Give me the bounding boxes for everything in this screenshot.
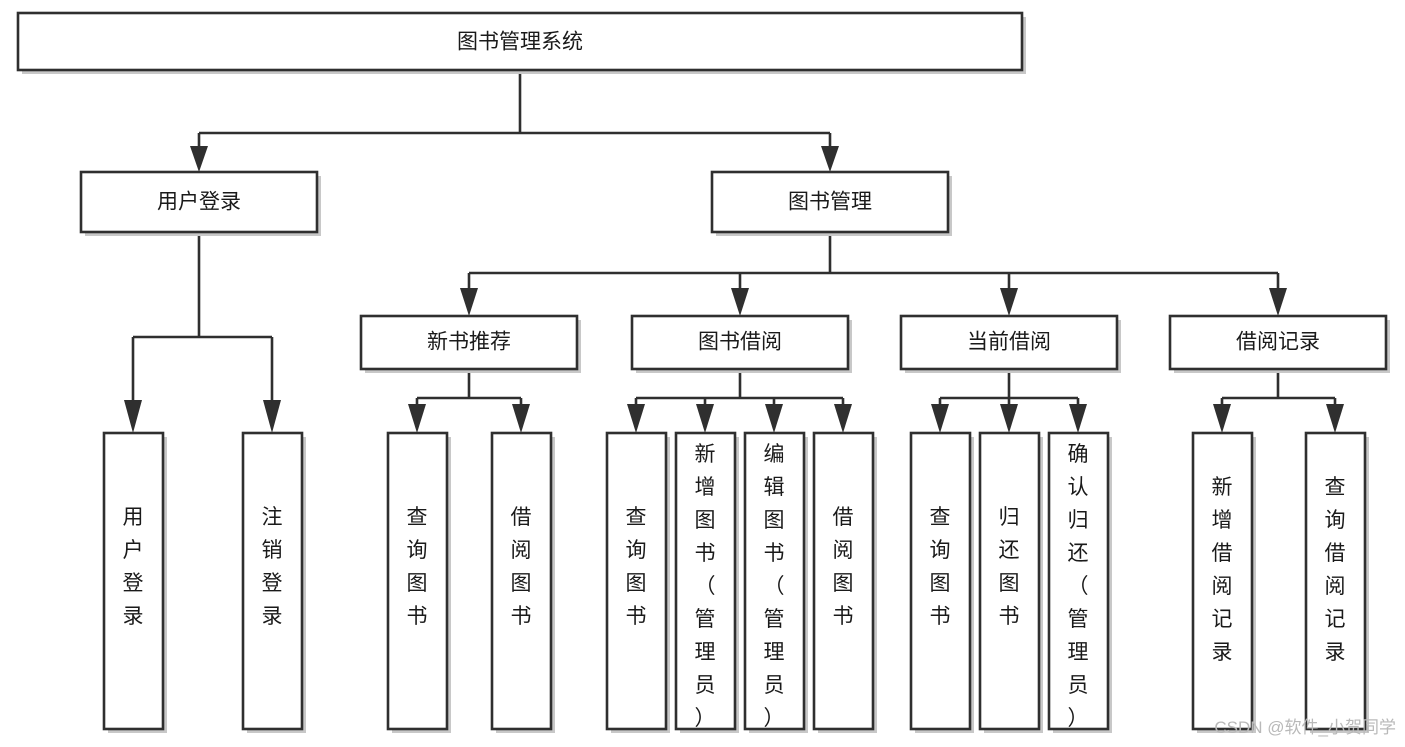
node-leaf-add-book[interactable]: 新增图书（管理员） <box>674 431 739 733</box>
arrow-head-borrow-record <box>1269 288 1287 316</box>
arrow-head-leaf-query-record <box>1326 404 1344 433</box>
arrow-head-leaf-user-login <box>124 400 142 433</box>
node-leaf-query-book-1-label: 查询图书 <box>407 506 428 628</box>
node-leaf-borrow-book-1-box[interactable] <box>490 431 553 731</box>
arrow-head-leaf-logout <box>263 400 281 433</box>
node-new-book-recommend[interactable]: 新书推荐 <box>359 314 581 373</box>
node-borrow-record-label: 借阅记录 <box>1236 331 1320 354</box>
arrow-head-new-book-recommend <box>460 288 478 316</box>
node-leaf-query-book-2-box[interactable] <box>605 431 668 731</box>
node-leaf-return-book-label: 归还图书 <box>999 506 1020 628</box>
node-book-borrow[interactable]: 图书借阅 <box>630 314 852 373</box>
node-root-box[interactable] <box>16 11 1024 72</box>
node-leaf-query-book-3-box[interactable] <box>909 431 972 731</box>
arrow-head-current-borrow <box>1000 288 1018 316</box>
arrow-head-leaf-confirm-return <box>1069 404 1087 433</box>
node-leaf-query-record-label: 查询借阅记录 <box>1325 476 1346 664</box>
node-current-borrow-label: 当前借阅 <box>967 331 1051 354</box>
node-leaf-query-book-1[interactable]: 查询图书 <box>386 431 451 733</box>
node-borrow-record[interactable]: 借阅记录 <box>1168 314 1390 373</box>
arrow-head-leaf-add-record <box>1213 404 1231 433</box>
node-leaf-query-book-2-label: 查询图书 <box>626 506 647 628</box>
csdn-watermark: CSDN @软件_小贺同学 <box>1214 718 1396 737</box>
arrow-head-leaf-query-book-3 <box>931 404 949 433</box>
node-book-manage-box[interactable] <box>710 170 950 234</box>
node-leaf-borrow-book-2-label: 借阅图书 <box>833 506 854 628</box>
node-borrow-record-box[interactable] <box>1168 314 1388 371</box>
node-user-login[interactable]: 用户登录 <box>79 170 321 236</box>
arrow-head-leaf-query-book-1 <box>408 404 426 433</box>
arrow-head-book-manage <box>821 146 839 172</box>
node-leaf-logout-label: 注销登录 <box>262 506 283 628</box>
node-leaf-query-book-2[interactable]: 查询图书 <box>605 431 670 733</box>
node-leaf-add-record[interactable]: 新增借阅记录 <box>1191 431 1256 733</box>
node-leaf-borrow-book-2-box[interactable] <box>812 431 875 731</box>
node-leaf-query-record[interactable]: 查询借阅记录 <box>1304 431 1369 733</box>
node-leaf-confirm-return[interactable]: 确认归还（管理员） <box>1047 431 1112 733</box>
arrow-head-leaf-return-book <box>1000 404 1018 433</box>
arrow-head-user-login <box>190 146 208 172</box>
arrow-head-leaf-query-book-2 <box>627 404 645 433</box>
node-book-manage-label: 图书管理 <box>788 191 872 214</box>
node-leaf-logout-box[interactable] <box>241 431 304 731</box>
node-book-manage[interactable]: 图书管理 <box>710 170 952 236</box>
node-leaf-return-book-box[interactable] <box>978 431 1041 731</box>
connector-layer <box>124 70 1344 433</box>
node-leaf-query-record-box[interactable] <box>1304 431 1367 731</box>
node-leaf-return-book[interactable]: 归还图书 <box>978 431 1043 733</box>
arrow-head-leaf-borrow-book-1 <box>512 404 530 433</box>
node-leaf-user-login-box[interactable] <box>102 431 165 731</box>
node-current-borrow-box[interactable] <box>899 314 1119 371</box>
node-leaf-add-record-label: 新增借阅记录 <box>1212 476 1233 664</box>
node-leaf-confirm-return-label: 确认归还（管理员） <box>1068 443 1089 730</box>
node-book-borrow-box[interactable] <box>630 314 850 371</box>
arrow-head-leaf-borrow-book-2 <box>834 404 852 433</box>
node-leaf-edit-book-box[interactable] <box>743 431 806 731</box>
node-leaf-add-record-box[interactable] <box>1191 431 1254 731</box>
node-user-login-box[interactable] <box>79 170 319 234</box>
node-leaf-user-login[interactable]: 用户登录 <box>102 431 167 733</box>
node-leaf-logout[interactable]: 注销登录 <box>241 431 306 733</box>
node-leaf-borrow-book-1[interactable]: 借阅图书 <box>490 431 555 733</box>
node-leaf-add-book-box[interactable] <box>674 431 737 731</box>
node-leaf-query-book-3[interactable]: 查询图书 <box>909 431 974 733</box>
node-leaf-query-book-1-box[interactable] <box>386 431 449 731</box>
node-root-label: 图书管理系统 <box>457 31 583 54</box>
node-leaf-edit-book-label: 编辑图书（管理员） <box>764 443 785 730</box>
arrow-head-leaf-edit-book <box>765 404 783 433</box>
arrow-head-book-borrow <box>731 288 749 316</box>
node-user-login-label: 用户登录 <box>157 191 241 214</box>
node-leaf-query-book-3-label: 查询图书 <box>930 506 951 628</box>
node-leaf-edit-book[interactable]: 编辑图书（管理员） <box>743 431 808 733</box>
node-leaf-borrow-book-2[interactable]: 借阅图书 <box>812 431 877 733</box>
node-leaf-user-login-label: 用户登录 <box>123 506 144 628</box>
node-leaf-add-book-label: 新增图书（管理员） <box>695 443 716 730</box>
arrow-head-leaf-add-book <box>696 404 714 433</box>
node-leaf-borrow-book-1-label: 借阅图书 <box>511 506 532 628</box>
node-new-book-recommend-box[interactable] <box>359 314 579 371</box>
node-root[interactable]: 图书管理系统 <box>16 11 1026 74</box>
node-new-book-recommend-label: 新书推荐 <box>427 331 511 354</box>
node-leaf-confirm-return-box[interactable] <box>1047 431 1110 731</box>
node-current-borrow[interactable]: 当前借阅 <box>899 314 1121 373</box>
node-book-borrow-label: 图书借阅 <box>698 331 782 354</box>
